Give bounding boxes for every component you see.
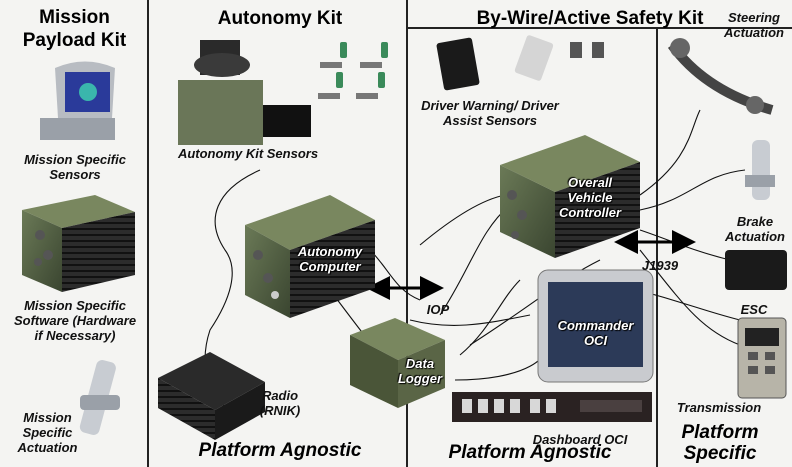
transmission-image (737, 317, 787, 399)
autonomy-computer-label: Autonomy Computer (297, 244, 363, 274)
mission-payload-title: Mission Payload Kit (22, 7, 127, 51)
divider-mission (147, 0, 149, 467)
divider-bywire-top (406, 27, 792, 29)
mission-actuation-image (79, 360, 120, 435)
esc-label: ESC (740, 302, 768, 317)
driver-sensors-image (436, 35, 604, 91)
mission-actuation-label: Mission Specific Actuation (17, 410, 78, 455)
esc-image (725, 250, 787, 290)
transmission-label: Transmission (676, 400, 762, 415)
driver-sensors-label: Driver Warning/ Driver Assist Sensors (421, 98, 559, 128)
data-logger-label: Data Logger (397, 356, 443, 386)
dashboard-oci-label: Dashboard OCI (532, 432, 628, 447)
divider-autonomy (406, 0, 408, 467)
platform-agnostic-1: Platform Agnostic (198, 440, 362, 461)
j1939-label: J1939 (641, 258, 679, 273)
steering-image (667, 38, 774, 115)
radio-image (158, 352, 265, 440)
commander-oci-image (537, 269, 654, 383)
autonomy-computer-image (245, 195, 375, 318)
autonomy-kit-title: Autonomy Kit (217, 8, 343, 29)
autonomy-sensor-image (178, 40, 311, 145)
small-sensors-image (318, 42, 388, 99)
radio-label: Radio (RNIK) (259, 388, 301, 418)
platform-specific: Platform Specific (681, 422, 759, 464)
ovc-image (500, 135, 640, 258)
steering-label: Steering Actuation (724, 10, 784, 40)
iop-label: IOP (426, 302, 450, 317)
mission-sensors-label: Mission Specific Sensors (24, 152, 126, 182)
mission-computer-image (22, 195, 135, 292)
commander-oci-label: Commander OCI (557, 318, 634, 348)
mission-sensor-image (40, 61, 115, 140)
autonomy-sensors-label: Autonomy Kit Sensors (177, 146, 319, 161)
ovc-label: Overall Vehicle Controller (558, 175, 622, 220)
mission-software-label: Mission Specific Software (Hardware if N… (13, 298, 137, 343)
dashboard-oci-image (452, 392, 652, 422)
platform-agnostic-2: Platform Agnostic (448, 442, 612, 463)
brake-label: Brake Actuation (725, 214, 785, 244)
bywire-kit-title: By-Wire/Active Safety Kit (476, 8, 704, 29)
data-logger-image (350, 318, 445, 408)
brake-image (745, 140, 775, 200)
